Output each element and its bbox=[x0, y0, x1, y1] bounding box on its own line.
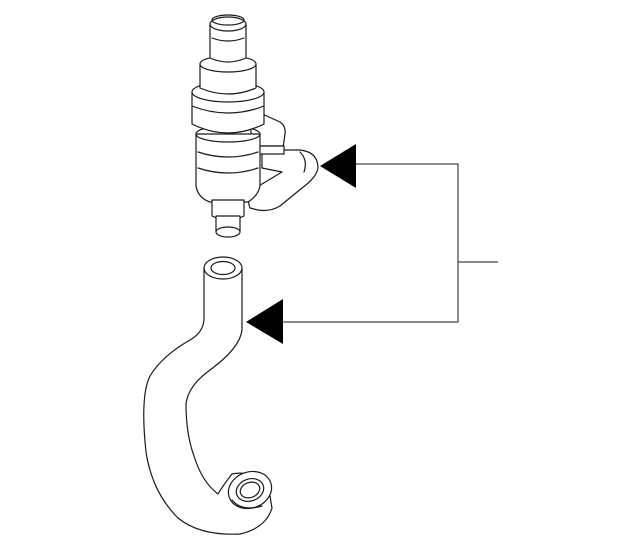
lower-arrowhead bbox=[246, 299, 283, 344]
leader-line bbox=[282, 163, 459, 323]
callout-arrow-icon bbox=[246, 144, 498, 344]
bent-hose-icon bbox=[143, 256, 273, 535]
upper-arrowhead bbox=[320, 144, 356, 188]
fuel-injector-icon bbox=[191, 14, 319, 238]
